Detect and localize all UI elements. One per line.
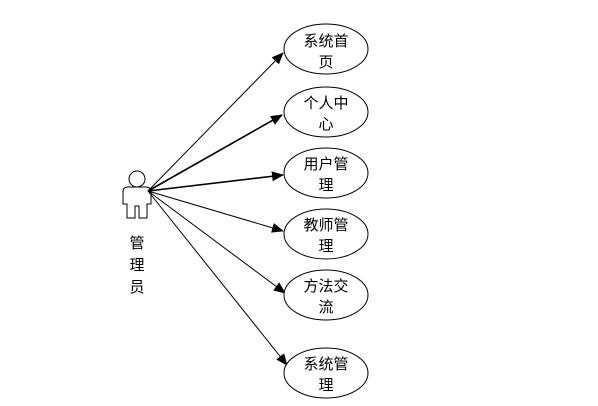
use-case-label-line-1: 用户管 [303,155,348,173]
use-case-ellipse [283,147,369,199]
use-case-method-exchange: 方法交 流 [283,269,369,321]
use-case-label-line-1: 方法交 [303,277,348,295]
association-arrow-system-management [147,190,288,366]
use-case-label-line-1: 系统管 [303,355,348,373]
use-case-label-line-2: 流 [318,298,333,316]
association-arrow-user-management [147,171,284,192]
use-case-system-home: 系统首 页 [283,23,369,75]
use-case-label-line-1: 教师管 [303,216,348,234]
use-case-label-line-2: 页 [318,53,333,71]
use-case-ellipse [283,208,369,260]
use-case-ellipse [283,347,369,399]
association-arrow-teacher-management [147,190,284,233]
actor-label-line-1: 管 [129,234,144,252]
use-case-personal-center: 个人中 心 [283,86,369,138]
use-case-label-line-2: 理 [318,376,333,394]
use-case-system-management: 系统管 理 [283,347,369,399]
association-arrow-method-exchange [147,190,286,294]
use-case-label-line-1: 系统首 [303,32,348,50]
use-case-label-line-2: 理 [318,176,333,194]
use-case-ellipse [283,269,369,321]
actor-label-line-2: 理 [129,256,144,274]
use-case-ellipse [283,23,369,75]
use-case-label-line-2: 心 [318,115,333,133]
use-case-label-line-2: 理 [318,237,333,255]
use-case-teacher-management: 教师管 理 [283,208,369,260]
person-icon [122,170,152,219]
association-arrow-system-home [147,52,284,192]
actor: 管 理 员 [122,170,152,296]
association-arrow-personal-center [147,114,283,192]
use-case-user-management: 用户管 理 [283,147,369,199]
use-case-label-line-1: 个人中 [303,94,348,112]
associations [147,52,288,366]
actor-label-line-3: 员 [129,278,144,296]
use-case-ellipse [283,86,369,138]
